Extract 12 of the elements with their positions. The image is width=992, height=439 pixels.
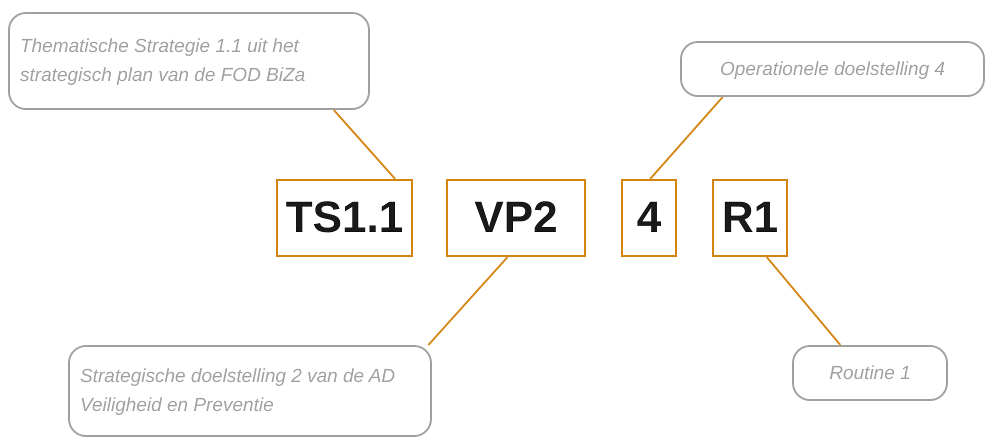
code-box: VP2 bbox=[446, 179, 586, 257]
code-box: R1 bbox=[712, 179, 788, 257]
leader-line bbox=[766, 256, 842, 346]
leader-line bbox=[649, 96, 724, 180]
leader-line bbox=[333, 109, 396, 180]
code-box: TS1.1 bbox=[276, 179, 413, 257]
callout-box: Routine 1 bbox=[792, 345, 948, 401]
callout-box: Thematische Strategie 1.1 uit het strategisch plan van de FOD BiZa bbox=[8, 12, 370, 110]
code-box: 4 bbox=[621, 179, 677, 257]
callout-box: Operationele doelstelling 4 bbox=[680, 41, 985, 97]
callout-box: Strategische doelstelling 2 van de AD Veiligheid en Preventie bbox=[68, 345, 432, 437]
leader-line bbox=[428, 256, 508, 346]
